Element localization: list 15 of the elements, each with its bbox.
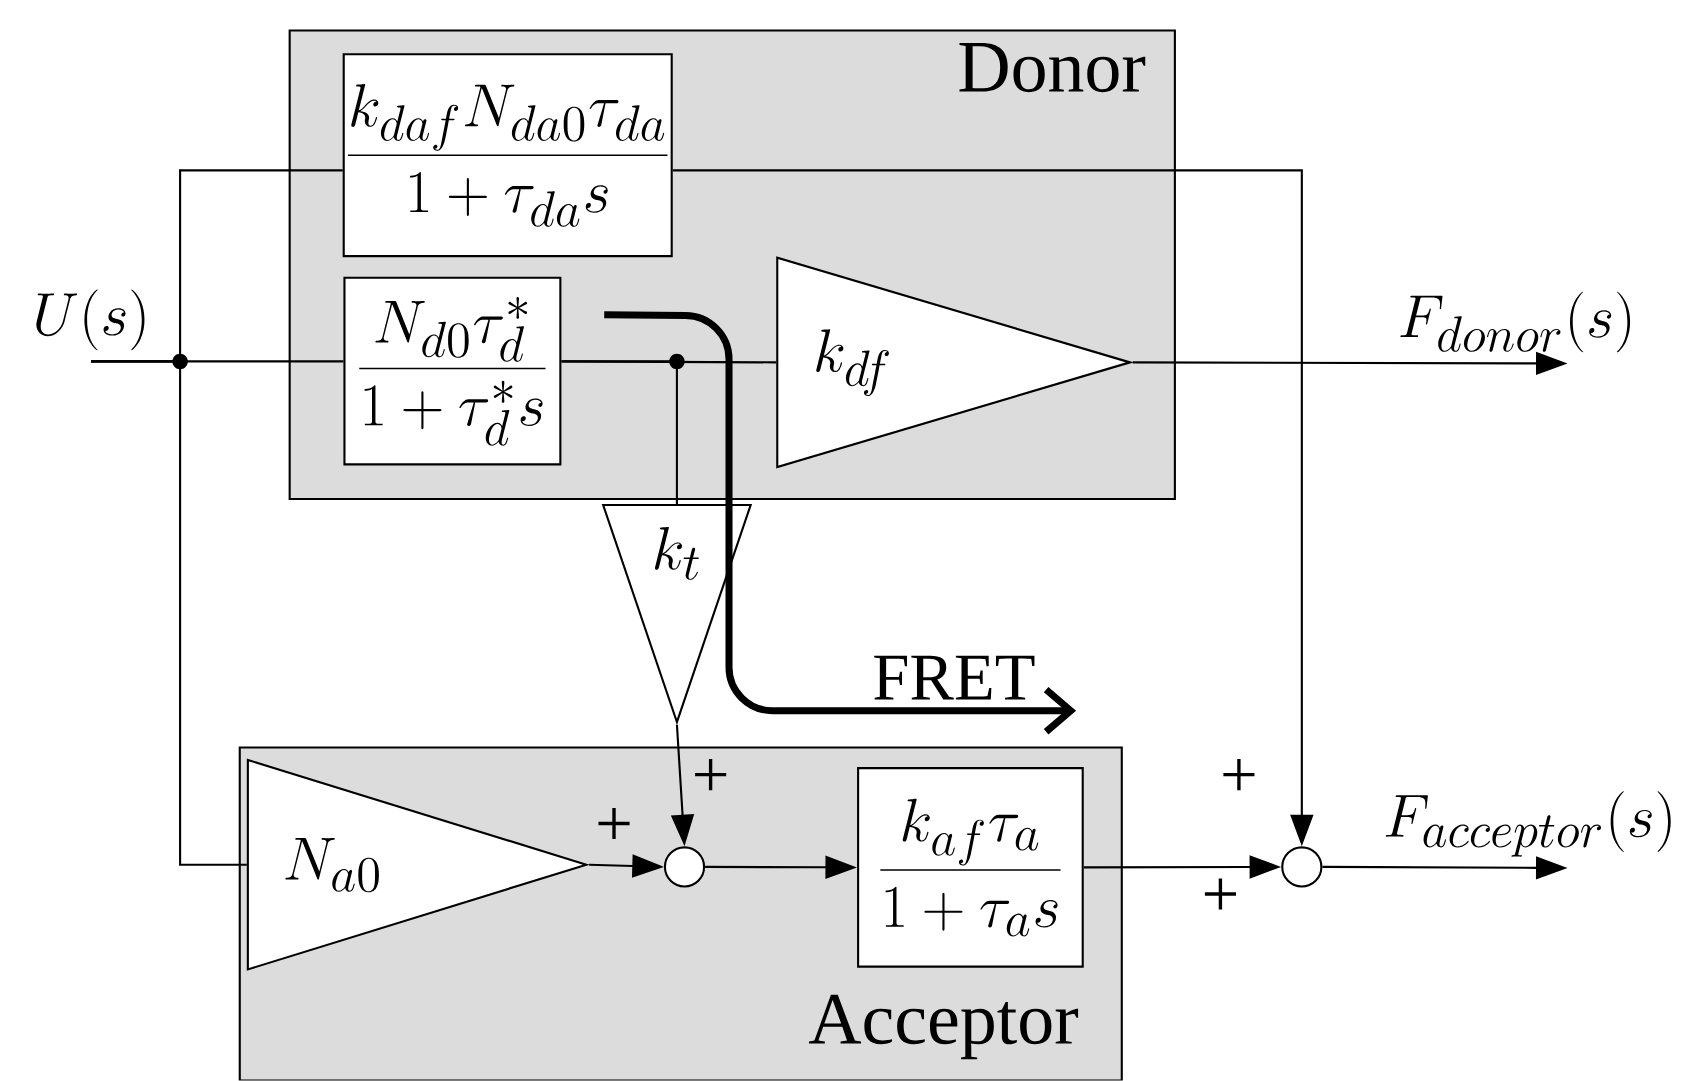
signal-label: $F_{acceptor}(s)$ [1385,791,1671,857]
transfer-function-box: $\frac{k_{daf}N_{da0}\tau_{da}}{1+\tau_{da}s}$ [342,53,673,258]
edge-label: + [598,808,630,840]
transfer-function-box: $\frac{N_{d0}\tau_d^*}{1+\tau_d^* s}$ [343,276,562,466]
signal-label: $U(s)$ [36,289,145,351]
signal-label: FRET [874,655,1035,700]
summing-junction [663,846,706,888]
edge-label: + [1223,759,1255,791]
edge-label: + [695,759,727,791]
connector-line [91,360,247,866]
edge-label: + [1204,878,1236,910]
connector-line [561,360,678,505]
summing-junction [1281,846,1323,888]
transfer-function-box: $\frac{k_{af}\tau_a}{1+\tau_a s}$ [857,767,1084,968]
signal-label: $F_{donor}(s)$ [1400,291,1631,353]
